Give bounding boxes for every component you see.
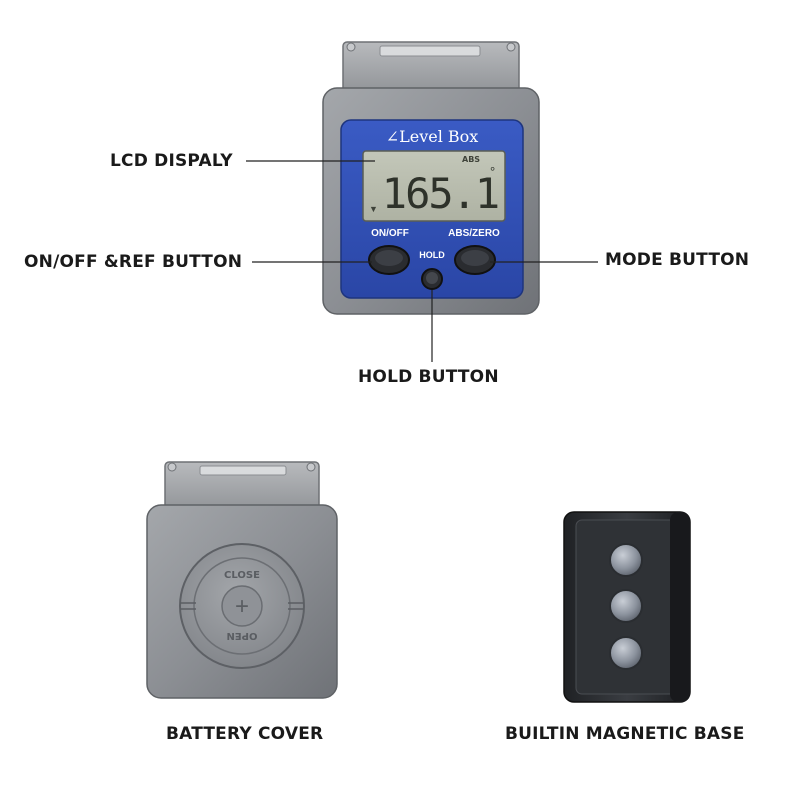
level-box-back: + CLOSE OPEN [146, 461, 338, 699]
magnet-top-icon [609, 543, 643, 577]
battery-close-label: CLOSE [224, 570, 260, 581]
lcd-display-callout: LCD DISPALY [110, 151, 233, 171]
level-box-magnetic-side [563, 511, 691, 703]
magnet-bottom-icon [609, 636, 643, 670]
mode-button-callout: MODE BUTTON [605, 250, 750, 270]
lcd-reading: 165.1 [382, 169, 498, 218]
magnet-middle-icon [609, 589, 643, 623]
onoff-ref-button-callout: ON/OFF &REF BUTTON [24, 252, 243, 272]
lcd-degree-unit: ° [490, 164, 495, 179]
abszero-button-label: ABS/ZERO [448, 228, 500, 239]
onoff-button-label: ON/OFF [371, 228, 409, 239]
magnetic-base-caption: BUILTIN MAGNETIC BASE [505, 724, 745, 744]
lcd-arrow-icon: ▼ [369, 204, 378, 214]
level-box-front: ∠Level Box ABS ▼ 165.1 ° ON/OFF ABS/ZERO… [322, 41, 540, 315]
battery-plus-icon: + [235, 593, 249, 620]
hold-button-label: HOLD [419, 250, 445, 260]
lcd-screen [362, 150, 506, 222]
battery-cover-caption: BATTERY COVER [166, 724, 324, 744]
brand-label: ∠Level Box [386, 127, 479, 146]
hold-button-callout: HOLD BUTTON [358, 367, 499, 387]
bubble-vial [379, 45, 481, 57]
lcd-abs-indicator: ABS [462, 155, 480, 164]
battery-open-label: OPEN [226, 630, 257, 641]
